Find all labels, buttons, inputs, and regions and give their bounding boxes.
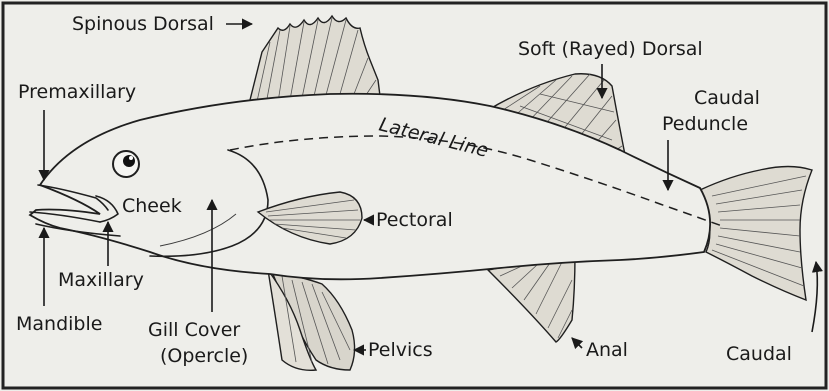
label-cheek: Cheek [122, 195, 182, 217]
label-caudal-peduncle-line2: Peduncle [662, 113, 748, 135]
label-gill-cover-line2: (Opercle) [160, 345, 248, 367]
label-caudal: Caudal [726, 343, 792, 365]
label-spinous-dorsal: Spinous Dorsal [72, 13, 214, 35]
label-pelvics: Pelvics [368, 339, 433, 361]
pelvic-fins [268, 270, 355, 370]
label-anal: Anal [586, 339, 628, 361]
label-soft-dorsal: Soft (Rayed) Dorsal [518, 38, 703, 60]
label-caudal-peduncle-line1: Caudal [694, 87, 760, 109]
label-mandible: Mandible [16, 313, 102, 335]
caudal-fin [700, 167, 812, 301]
label-maxillary: Maxillary [58, 269, 144, 291]
label-pectoral: Pectoral [376, 209, 453, 231]
label-gill-cover-line1: Gill Cover [148, 319, 240, 341]
label-premaxillary: Premaxillary [18, 81, 136, 103]
